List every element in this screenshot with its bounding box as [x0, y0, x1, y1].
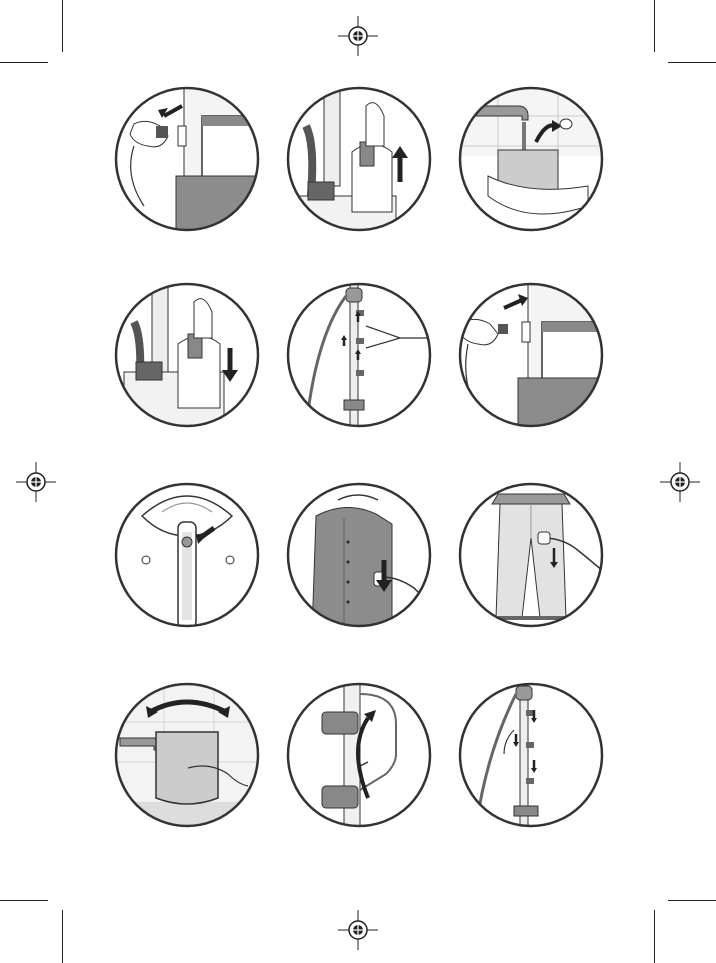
crop-mark [0, 900, 48, 901]
tank-insert-illustration [114, 282, 260, 428]
crop-mark [62, 910, 63, 963]
hose-wrap-illustration [286, 682, 432, 828]
plug-out-illustration [114, 86, 260, 232]
steam-head-illustration [114, 482, 260, 628]
crop-mark [668, 900, 716, 901]
crop-mark [0, 62, 48, 63]
tap-fill-illustration [458, 86, 604, 232]
registration-crosshair-icon [660, 462, 700, 502]
crop-mark [654, 910, 655, 963]
pole-disassembly-illustration [458, 682, 604, 828]
registration-crosshair-icon [338, 910, 378, 950]
crop-mark [62, 0, 63, 52]
registration-crosshair-icon [16, 462, 56, 502]
tank-empty-illustration [114, 682, 260, 828]
tank-lift-illustration [286, 86, 432, 232]
crop-mark [654, 0, 655, 52]
pole-assembly-illustration [286, 282, 432, 428]
trousers-steam-illustration [458, 482, 604, 628]
registration-crosshair-icon [338, 16, 378, 56]
shirt-steam-illustration [286, 482, 432, 628]
crop-mark [668, 62, 716, 63]
plug-in-illustration [458, 282, 604, 428]
